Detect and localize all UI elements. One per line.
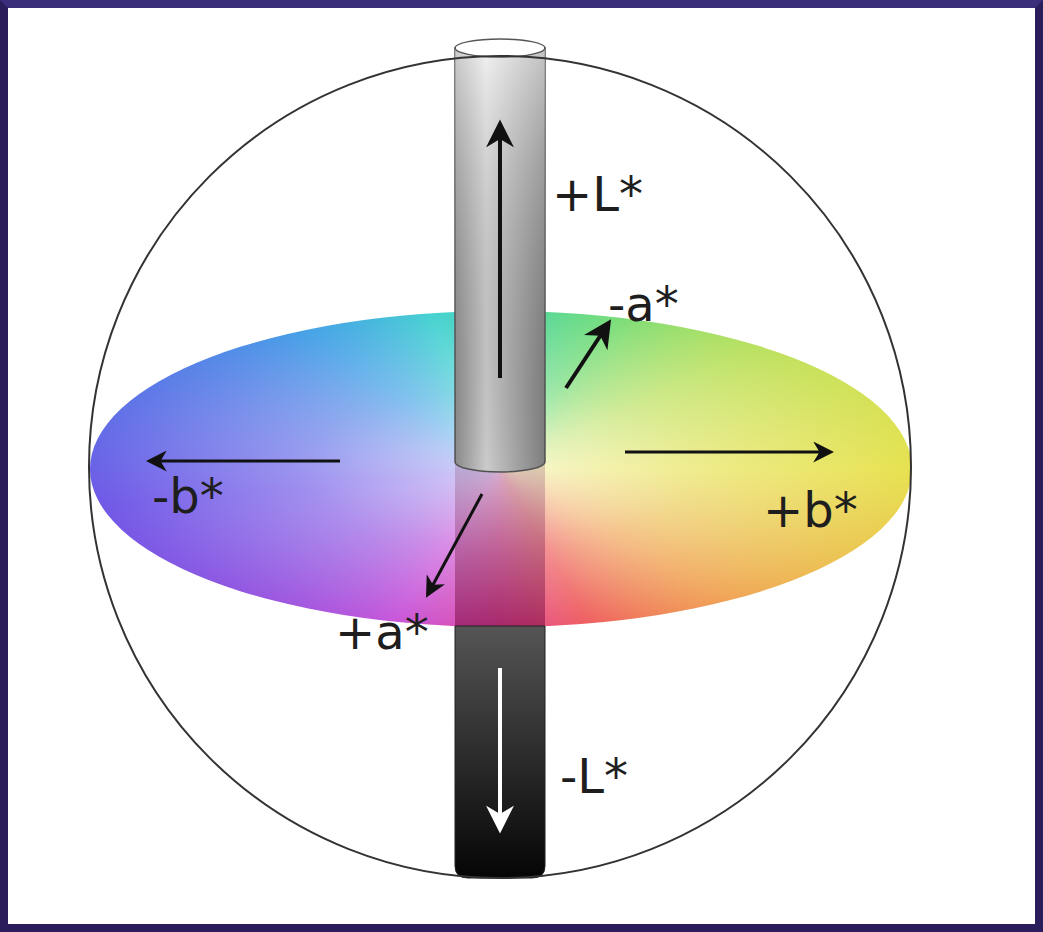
axis-label: -b* (152, 472, 224, 520)
axis-label: +L* (552, 170, 643, 218)
axis-label: -L* (560, 752, 628, 800)
axis-label: +b* (763, 486, 858, 534)
axis-label: -a* (608, 280, 679, 328)
axis-label: +a* (335, 608, 429, 656)
